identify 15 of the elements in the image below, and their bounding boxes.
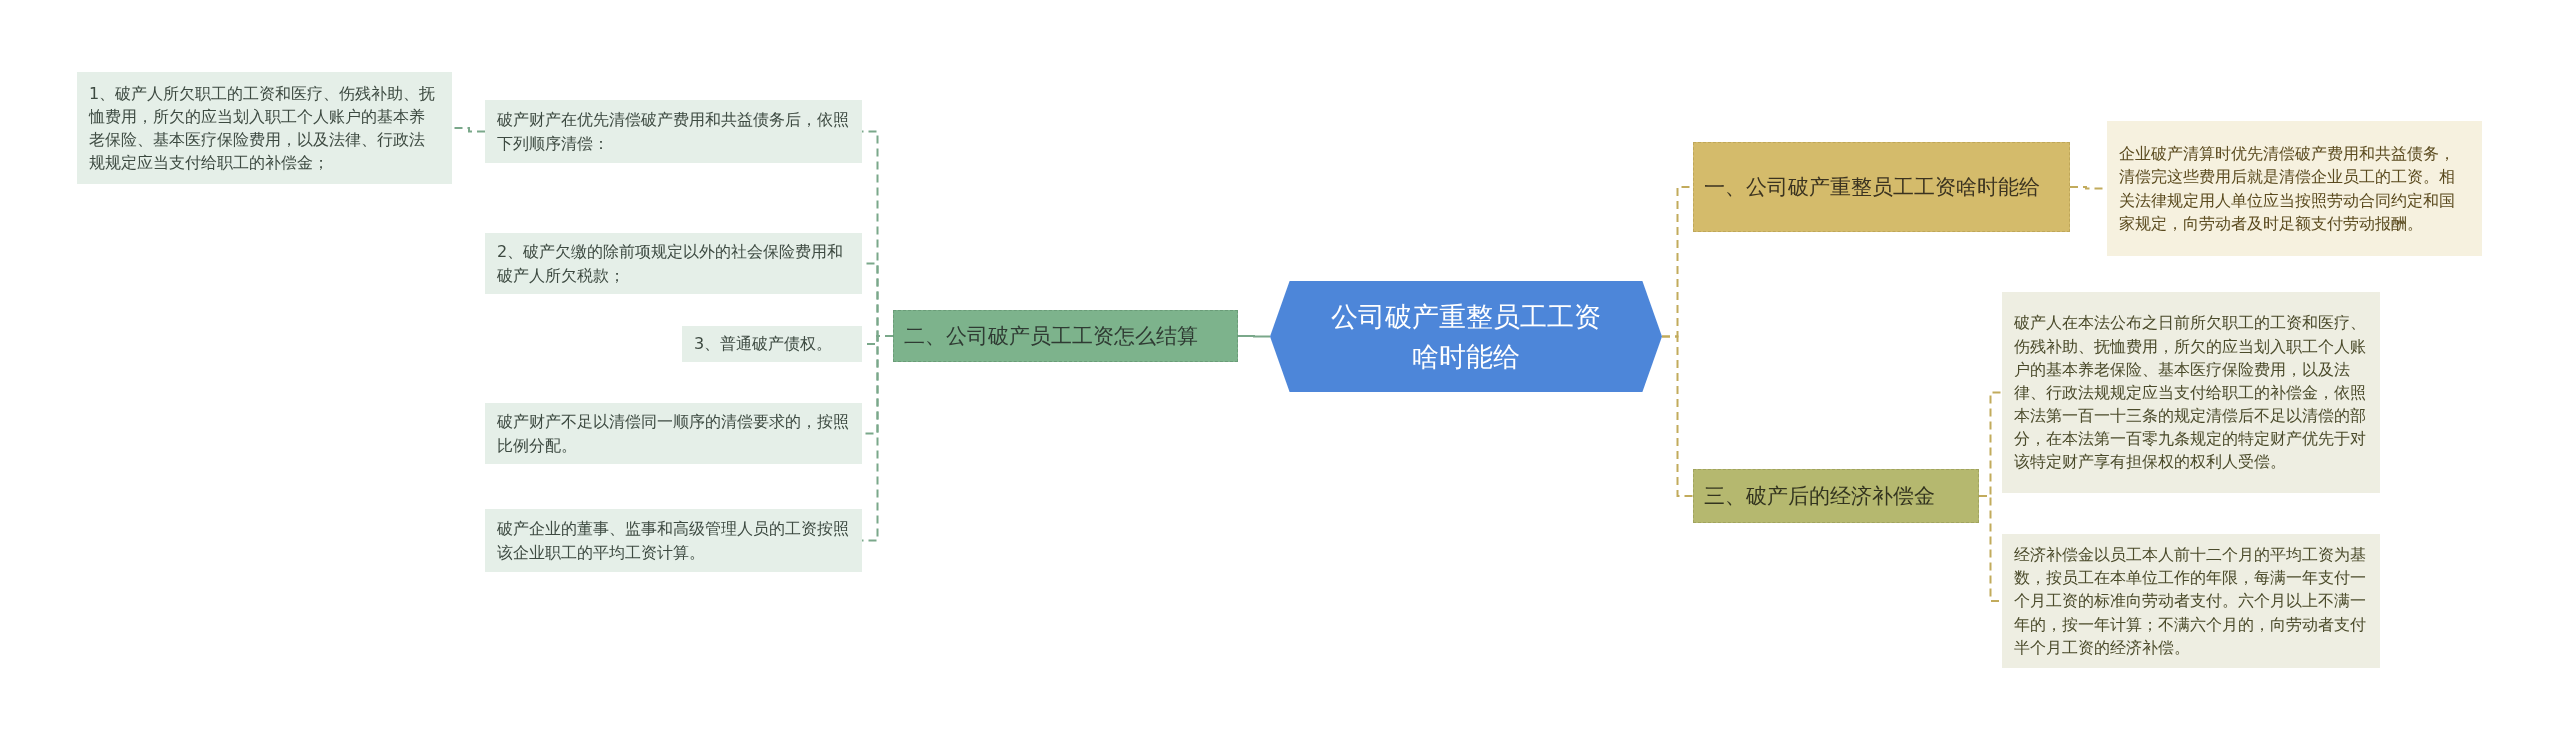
note-box: 经济补偿金以员工本人前十二个月的平均工资为基数，按员工在本单位工作的年限，每满一年支付一个月工资的标准向劳动者支付。六个月以上不满一年的，按一年计算；不满六个月的，向劳动者支付半个月工资的经济补偿。 [2002, 534, 2380, 668]
note-box: 企业破产清算时优先清偿破产费用和共益债务，清偿完这些费用后就是清偿企业员工的工资。相关法律规定用人单位应当按照劳动合同约定和国家规定，向劳动者及时足额支付劳动报酬。 [2107, 121, 2482, 256]
branch-topic: 二、公司破产员工工资怎么结算 [893, 310, 1238, 362]
connector-line [1237, 335, 1271, 338]
note-box: 破产财产不足以清偿同一顺序的清偿要求的，按照比例分配。 [485, 403, 862, 464]
note-box: 3、普通破产债权。 [682, 326, 862, 362]
connector-line [1661, 335, 1694, 497]
note-box: 破产人在本法公布之日前所欠职工的工资和医疗、伤残补助、抚恤费用，所欠的应当划入职工个人账户的基本养老保险、基本医疗保险费用，以及法律、行政法规规定应当支付给职工的补偿金，依照本法第一百一十三条的规定清偿后不足以清偿的部分，在本法第一百零九条规定的特定财产优先于对该特定财产享有担保权的权利人受偿。 [2002, 292, 2380, 493]
note-box: 破产财产在优先清偿破产费用和共益债务后，依照下列顺序清偿： [485, 100, 862, 163]
branch-topic: 三、破产后的经济补偿金 [1693, 469, 1979, 523]
note-box: 1、破产人所欠职工的工资和医疗、伤残补助、抚恤费用，所欠的应当划入职工个人账户的基本养老保险、基本医疗保险费用，以及法律、行政法规规定应当支付给职工的补偿金； [77, 72, 452, 184]
note-box: 破产企业的董事、监事和高级管理人员的工资按照该企业职工的平均工资计算。 [485, 509, 862, 572]
central-topic: 公司破产重整员工工资啥时能给 [1270, 281, 1662, 392]
branch-topic: 一、公司破产重整员工工资啥时能给 [1693, 142, 2070, 232]
note-box: 2、破产欠缴的除前项规定以外的社会保险费用和破产人所欠税款； [485, 233, 862, 294]
